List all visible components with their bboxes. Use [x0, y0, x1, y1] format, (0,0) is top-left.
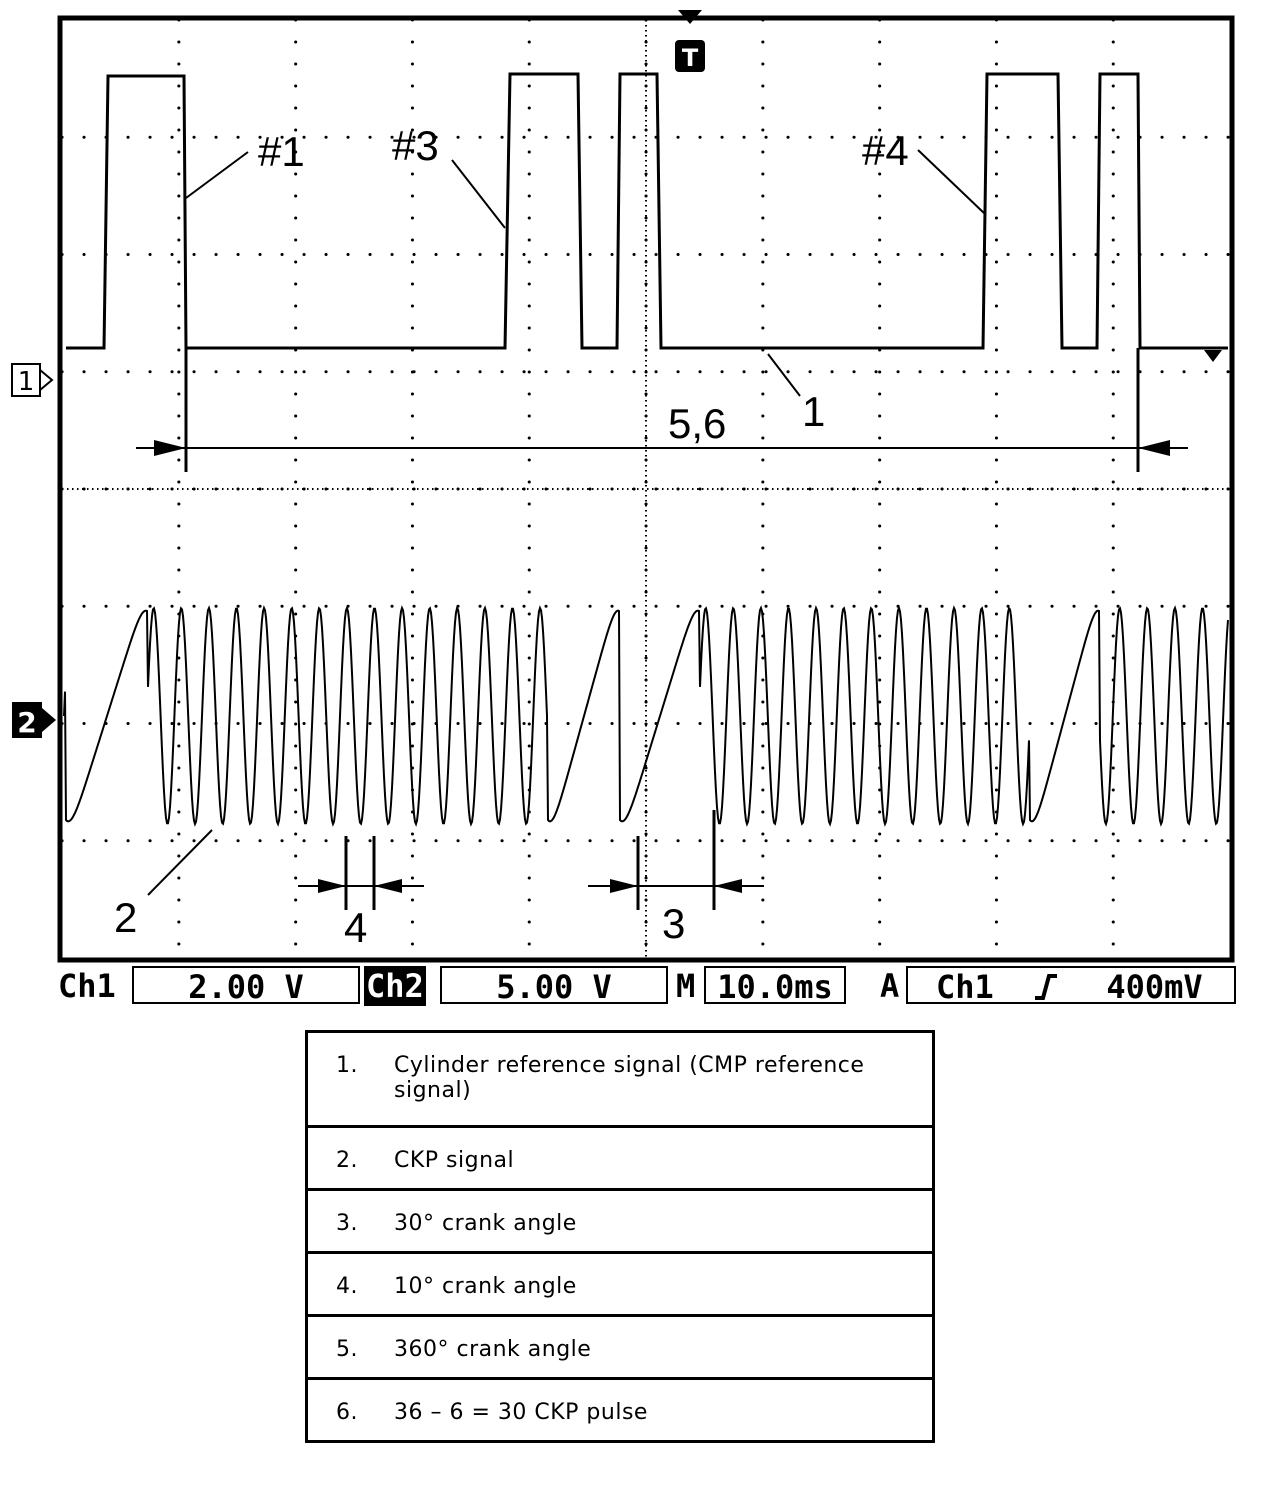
legend-number: 2.	[306, 1125, 394, 1190]
annotation-gap-3: 3	[662, 900, 685, 947]
dimension-10deg	[298, 836, 424, 910]
annotation-trace-2: 2	[114, 894, 137, 941]
graticule	[60, 18, 1230, 957]
ckp-signal-trace	[63, 605, 1229, 827]
screen-border	[57, 15, 1235, 963]
trigger-marker-icon: T	[675, 10, 705, 72]
ch1-status-label: Ch1	[58, 967, 116, 1005]
trigger-readout: Ch1 400mV	[906, 966, 1236, 1006]
legend-row: 4.10° crank angle	[306, 1251, 934, 1316]
legend-number: 5.	[306, 1314, 394, 1379]
ch1-scale-readout: 2.00 V	[132, 966, 360, 1006]
grid-center-axes	[62, 20, 1229, 957]
legend-number: 6.	[306, 1377, 394, 1442]
annotation-pitch-4: 4	[344, 904, 367, 951]
timebase-label: M	[676, 967, 696, 1005]
ch2-status-label: Ch2	[364, 966, 426, 1006]
legend-text: 30° crank angle	[394, 1188, 934, 1253]
ch2-scale-readout: 5.00 V	[440, 966, 668, 1006]
legend-text: Cylinder reference signal (CMP reference…	[394, 1053, 865, 1103]
legend-number: 3.	[306, 1188, 394, 1253]
legend-text: 10° crank angle	[394, 1251, 934, 1316]
dimension-30deg	[588, 810, 764, 910]
trigger-marker-label: T	[682, 44, 699, 72]
ch1-marker-label: 1	[18, 367, 35, 397]
legend-row: 5.360° crank angle	[306, 1314, 934, 1379]
oscilloscope-screen: T 1 2	[11, 10, 1235, 963]
trigger-mode-label: A	[880, 967, 900, 1005]
ch2-marker-label: 2	[17, 706, 36, 739]
span-dimension-360	[136, 348, 1188, 472]
annotation-span-5-6: 5,6	[668, 400, 726, 447]
legend-row: 3.30° crank angle	[306, 1188, 934, 1253]
annotation-tooth-1: #1	[258, 128, 305, 175]
annotation-trace-1: 1	[802, 388, 825, 435]
legend-row: 2.CKP signal	[306, 1125, 934, 1190]
annotation-tooth-3: #3	[392, 122, 439, 169]
annotation-leaders	[147, 149, 986, 896]
legend-table: 1. Cylinder reference signal (CMP referen…	[305, 1030, 935, 1443]
rising-edge-icon	[1035, 974, 1058, 1000]
ch1-marker-icon: 1	[11, 363, 54, 397]
legend-text: 36 – 6 = 30 CKP pulse	[394, 1377, 934, 1442]
trigger-level: 400mV	[1106, 968, 1203, 1006]
annotation-tooth-4: #4	[862, 127, 909, 174]
grid-dots	[60, 18, 1230, 946]
trigger-source: Ch1	[936, 968, 994, 1006]
legend-number: 1.	[336, 1053, 358, 1078]
ch1-level-pointer-icon	[1204, 350, 1222, 362]
legend-row: 6.36 – 6 = 30 CKP pulse	[306, 1377, 934, 1442]
cmp-reference-trace	[66, 72, 1228, 350]
timebase-readout: 10.0ms	[704, 966, 846, 1006]
legend-text: CKP signal	[394, 1125, 934, 1190]
ch2-marker-icon: 2	[12, 702, 56, 739]
legend-number: 4.	[306, 1251, 394, 1316]
legend-row: 1. Cylinder reference signal (CMP referen…	[307, 1032, 934, 1127]
legend-text: 360° crank angle	[394, 1314, 934, 1379]
